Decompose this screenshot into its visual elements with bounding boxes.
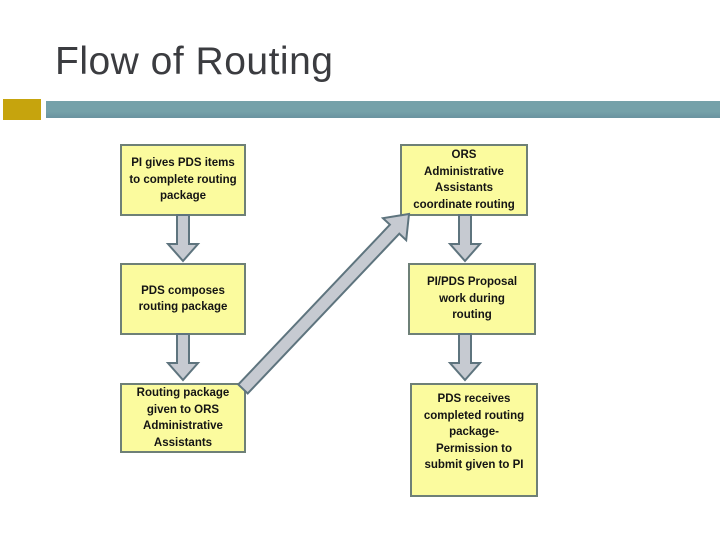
- box-text-line: PI/PDS Proposal: [426, 276, 518, 289]
- flow-box-pi-gives-items: PI gives PDS items to complete routing p…: [120, 144, 246, 216]
- slide-title: Flow of Routing: [55, 40, 334, 83]
- down-arrow-l1-l2: [165, 214, 201, 263]
- box-text-line: Permission to: [435, 442, 513, 455]
- flow-box-ors-coordinate: ORS Administrative Assistants coordinate…: [400, 144, 528, 216]
- box-text-line: work during: [439, 292, 505, 305]
- down-arrow-r2-r3: [447, 333, 483, 382]
- box-text-line: ORS: [451, 149, 477, 161]
- box-text-line: coordinate routing: [413, 198, 515, 211]
- down-arrow-l2-l3: [165, 333, 201, 382]
- flow-box-pipds-proposal-work: PI/PDS Proposal work during routing: [408, 263, 536, 335]
- down-arrow-r1-r2: [447, 214, 483, 263]
- gold-accent-block: [3, 99, 41, 120]
- box-text-line: Routing package: [136, 387, 230, 399]
- flow-box-pds-receives: PDS receives completed routing package- …: [410, 383, 538, 497]
- flow-box-pds-composes: PDS composes routing package: [120, 263, 246, 335]
- box-text-line: PDS receives: [437, 393, 511, 405]
- box-text-line: PI gives PDS items: [131, 157, 235, 170]
- box-text-line: package: [159, 190, 207, 203]
- box-text-line: PDS composes: [141, 284, 225, 297]
- box-text-line: given to ORS: [146, 403, 220, 416]
- box-text-line: routing package: [138, 301, 228, 313]
- teal-accent-bar: [46, 101, 720, 118]
- flow-box-package-to-ors: Routing package given to ORS Administrat…: [120, 383, 246, 453]
- box-text-line: Administrative: [143, 420, 223, 432]
- box-text-line: Assistants: [153, 436, 213, 449]
- box-text-line: Administrative: [424, 165, 504, 178]
- box-text-line: package-: [449, 426, 499, 438]
- box-text-line: submit given to PI: [424, 459, 524, 471]
- diagonal-arrow-l3-r1: [236, 212, 411, 395]
- box-text-line: routing: [452, 309, 492, 322]
- box-text-line: to complete routing: [129, 173, 237, 186]
- box-text-line: Assistants: [434, 182, 494, 194]
- box-text-line: completed routing: [423, 409, 525, 422]
